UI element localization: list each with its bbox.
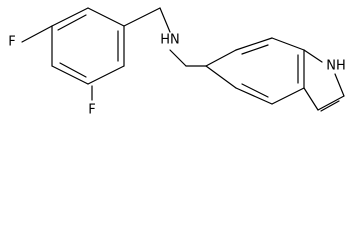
bond bbox=[87, 7, 125, 27]
amine-nh-label: HN bbox=[160, 33, 180, 48]
bond bbox=[317, 95, 345, 111]
double-bond-inner bbox=[59, 62, 87, 78]
bond bbox=[205, 65, 237, 89]
difluorophenyl-ring bbox=[21, 7, 125, 101]
bond bbox=[205, 49, 237, 67]
fluorine-label: F bbox=[8, 35, 15, 50]
bond bbox=[87, 65, 125, 85]
double-bond-inner bbox=[320, 100, 340, 112]
indole-benzene-ring bbox=[205, 37, 305, 105]
double-bond-inner bbox=[241, 44, 269, 55]
bond bbox=[303, 87, 319, 111]
bond bbox=[271, 37, 305, 51]
bond bbox=[334, 73, 345, 97]
indole-nh-label: NH bbox=[326, 59, 346, 74]
fluorine-label: F bbox=[88, 103, 95, 118]
bond bbox=[21, 25, 53, 43]
bond bbox=[271, 87, 305, 105]
bond bbox=[123, 7, 161, 27]
double-bond-inner bbox=[241, 83, 269, 98]
bond bbox=[51, 65, 89, 85]
double-bond-inner bbox=[57, 14, 87, 31]
bond bbox=[235, 87, 273, 105]
indole-pyrrole-ring bbox=[303, 49, 345, 112]
bond bbox=[51, 7, 89, 27]
bond bbox=[169, 49, 187, 67]
bond bbox=[303, 49, 323, 63]
bond bbox=[159, 7, 171, 33]
molecule-structure: F F HN NH bbox=[8, 7, 346, 118]
bond bbox=[235, 37, 273, 51]
